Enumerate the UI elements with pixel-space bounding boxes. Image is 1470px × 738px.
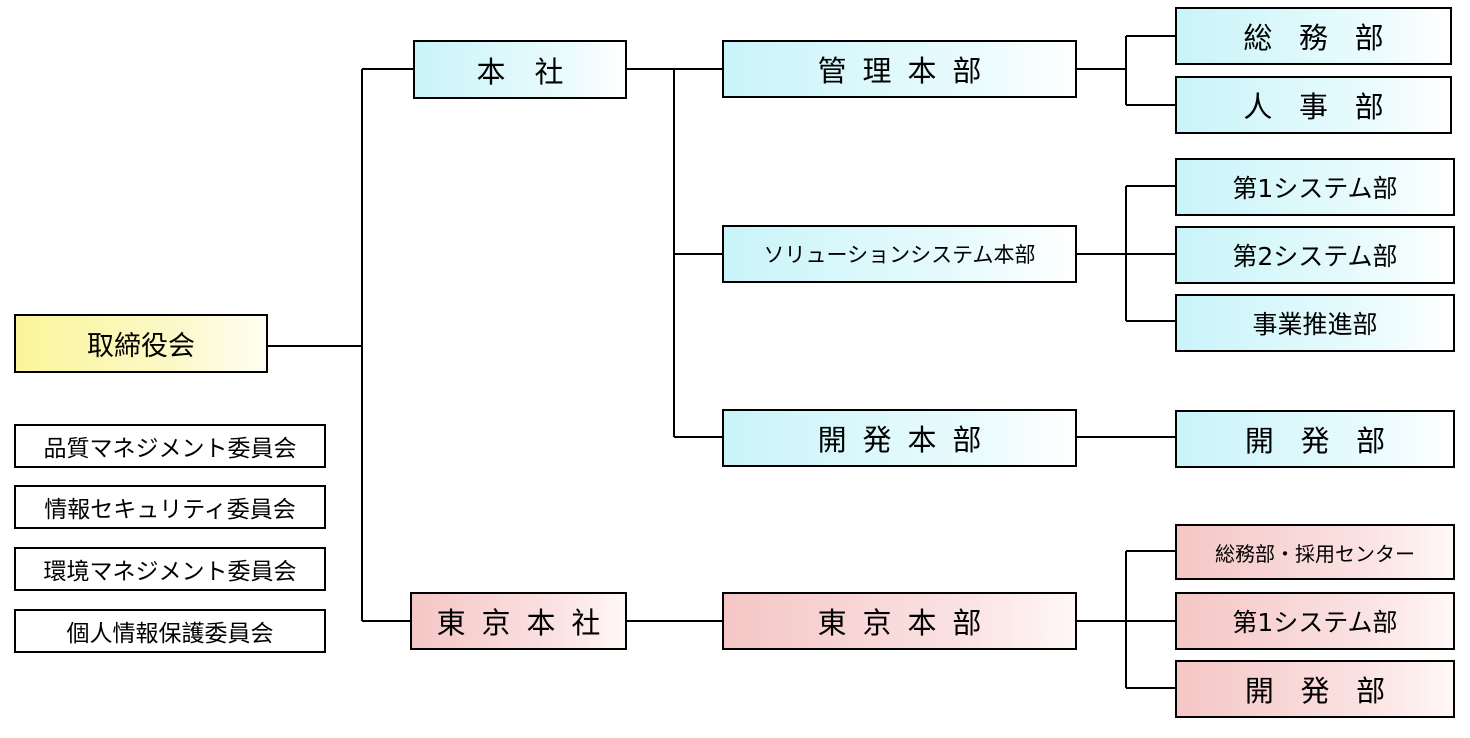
dept-tokyo-general-recruit-label: 総務部・採用センター (1215, 541, 1415, 566)
dept-system1-box: 第1システム部 (1175, 158, 1455, 216)
division-solution-box: ソリューションシステム本部 (722, 225, 1077, 283)
division-tokyo-box: 東京本部 (722, 592, 1077, 650)
committee-environment-box: 環境マネジメント委員会 (14, 547, 326, 591)
tokyo-office-box: 東京本社 (410, 592, 627, 650)
dept-system2-label: 第2システム部 (1232, 242, 1398, 271)
dept-tokyo-system1-label: 第1システム部 (1232, 608, 1398, 637)
dept-hr-box: 人 事 部 (1175, 76, 1452, 134)
tokyo-office-label: 東京本社 (436, 606, 617, 640)
board-label: 取締役会 (87, 331, 195, 362)
dept-business-promotion-box: 事業推進部 (1175, 294, 1455, 352)
committee-privacy-box: 個人情報保護委員会 (14, 609, 326, 653)
dept-business-promotion-label: 事業推進部 (1252, 310, 1378, 339)
dept-development-box: 開 発 部 (1175, 410, 1455, 468)
dept-development-label: 開 発 部 (1244, 424, 1386, 458)
dept-tokyo-general-recruit-box: 総務部・採用センター (1175, 524, 1455, 580)
dept-tokyo-development-label: 開 発 部 (1244, 674, 1386, 708)
committee-privacy-label: 個人情報保護委員会 (66, 621, 274, 647)
division-tokyo-label: 東京本部 (817, 606, 998, 640)
dept-tokyo-system1-box: 第1システム部 (1175, 592, 1455, 650)
head-office-label: 本 社 (476, 54, 564, 89)
committee-infosec-box: 情報セキュリティ委員会 (14, 485, 326, 529)
division-solution-label: ソリューションシステム本部 (763, 243, 1036, 267)
division-development-label: 開発本部 (817, 423, 998, 457)
division-admin-box: 管理本部 (722, 40, 1077, 98)
committee-infosec-label: 情報セキュリティ委員会 (44, 497, 296, 523)
division-admin-label: 管理本部 (817, 54, 998, 88)
dept-system1-label: 第1システム部 (1232, 174, 1398, 203)
dept-tokyo-development-box: 開 発 部 (1175, 660, 1455, 718)
dept-general-affairs-box: 総 務 部 (1175, 7, 1452, 65)
committee-quality-box: 品質マネジメント委員会 (14, 424, 326, 468)
division-development-box: 開発本部 (722, 409, 1077, 467)
dept-hr-label: 人 事 部 (1243, 90, 1384, 124)
committee-environment-label: 環境マネジメント委員会 (43, 559, 297, 585)
dept-general-affairs-label: 総 務 部 (1243, 21, 1384, 55)
dept-system2-box: 第2システム部 (1175, 226, 1455, 284)
head-office-box: 本 社 (413, 40, 627, 99)
board-of-directors-box: 取締役会 (14, 314, 268, 373)
committee-quality-label: 品質マネジメント委員会 (43, 436, 297, 462)
